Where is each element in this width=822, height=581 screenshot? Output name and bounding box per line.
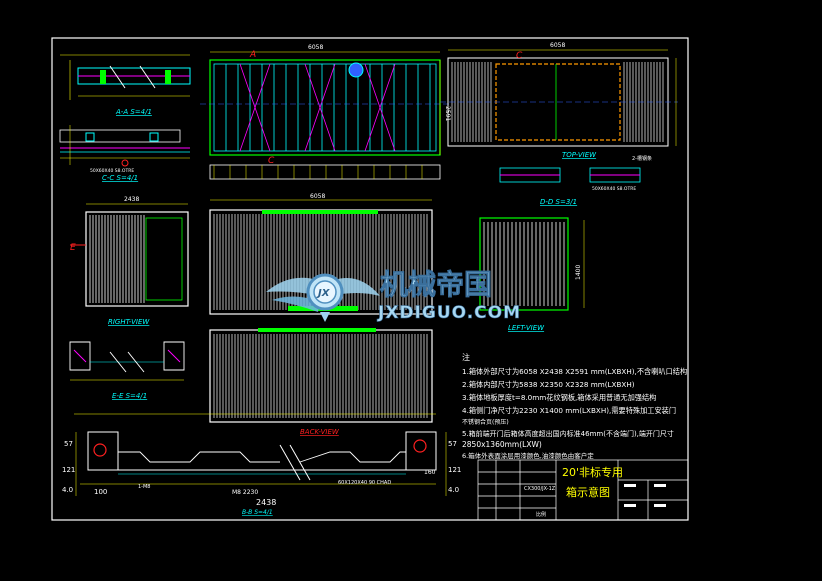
section-a-detail xyxy=(60,54,191,100)
left-view-title: LEFT-VIEW xyxy=(508,324,545,332)
watermark-latin: JXDIGUO.COM xyxy=(377,303,521,323)
right-view-title: RIGHT-VIEW xyxy=(108,318,150,326)
top-view-title: TOP-VIEW xyxy=(562,151,597,159)
title-block xyxy=(477,459,689,521)
note-line-5: 不锈钢合页(预压) xyxy=(462,418,509,426)
dim-100-left: 100 xyxy=(94,488,107,496)
section-d-title: D-D S=3/1 xyxy=(540,198,577,206)
bottom-mid-detail: M8 2230 xyxy=(232,489,258,496)
scale-label: 比例 xyxy=(536,511,546,518)
notes-block: 注 1.箱体外部尺寸为6058 X2438 X2591 mm(LXBXH),不含… xyxy=(462,352,687,460)
left-view xyxy=(479,217,585,311)
marker-c: C xyxy=(268,156,275,166)
watermark-logo xyxy=(266,273,380,322)
dim-40-right: 4.0 xyxy=(448,486,459,494)
side-elev-dim: 6058 xyxy=(310,193,325,200)
dim-57-left: 57 xyxy=(64,440,73,448)
section-ref-2: 50X60X40 S8.OTRE xyxy=(592,186,636,192)
watermark-chinese: 机械帝国 xyxy=(380,268,492,301)
note-line-3: 3.箱体地板厚度t=8.0mm花纹钢板,箱体采用普通无加强结构 xyxy=(462,393,656,402)
note-line-8: 6.箱体外表面涂层用漆颜色,油漆颜色由客户定 xyxy=(462,451,594,460)
top-length-dim: 6058 xyxy=(550,42,565,49)
bottom-width-dim: 2438 xyxy=(256,498,276,507)
dim-121-left: 121 xyxy=(62,466,75,474)
dim-160-right: 160 xyxy=(424,469,436,476)
title-line-2: 箱示意图 xyxy=(566,485,610,499)
title-line-1: 20'非标专用 xyxy=(562,465,623,479)
section-e-detail xyxy=(69,341,185,381)
note-line-2: 2.箱体内部尺寸为5838 X2350 X2328 mm(LXBXH) xyxy=(462,380,635,389)
dim-40-left: 4.0 xyxy=(62,486,73,494)
drawing-no: CX300/JX-1Z xyxy=(524,486,556,492)
notes-heading: 注 xyxy=(462,352,470,362)
side-view xyxy=(200,51,450,180)
note-line-1: 1.箱体外部尺寸为6058 X2438 X2591 mm(LXBXH),不含喇叭… xyxy=(462,367,687,376)
marker-e: E xyxy=(70,243,76,253)
side-length-dim: 6058 xyxy=(308,44,323,51)
section-b-detail xyxy=(74,413,447,496)
note-line-4: 4.箱侧门净尺寸为2230 X1400 mm(LXBXH),需要特殊加工安装门 xyxy=(462,406,676,415)
section-d-detail xyxy=(499,167,641,183)
section-b-title: B-B S=4/1 xyxy=(242,509,273,516)
dim-121-right: 121 xyxy=(448,466,461,474)
section-c-title: C-C S=4/1 xyxy=(102,174,138,182)
section-c-detail xyxy=(59,125,190,167)
marker-c-top: C xyxy=(516,51,523,61)
back-view xyxy=(209,328,433,423)
watermark-logo-letters: JX xyxy=(316,288,331,299)
section-e-title: E-E S=4/1 xyxy=(112,392,147,400)
section-ref-1: 50X60X40 S8.OTRE xyxy=(90,168,134,174)
bottom-left-detail: 1-M8 xyxy=(138,484,150,490)
top-view xyxy=(440,49,678,147)
right-width-dim: 2438 xyxy=(124,196,139,203)
bottom-rib-detail: 60X120X40 90 CHAD xyxy=(338,480,391,486)
top-label-small: 2-槽钢条 xyxy=(632,155,652,162)
back-view-title: BACK-VIEW xyxy=(300,428,340,436)
note-line-6: 5.箱前端开门后箱体高度超出国内标准46mm(不含端门),端开门尺寸 xyxy=(462,429,674,438)
marker-a: A xyxy=(249,50,256,60)
drawing-border xyxy=(51,37,689,521)
right-view xyxy=(70,203,189,307)
left-dim: 1400 xyxy=(575,265,582,280)
note-line-7: 2850x1360mm(LXW) xyxy=(462,440,542,449)
section-a-title: A-A S=4/1 xyxy=(115,108,152,116)
dim-57-right: 57 xyxy=(448,440,457,448)
